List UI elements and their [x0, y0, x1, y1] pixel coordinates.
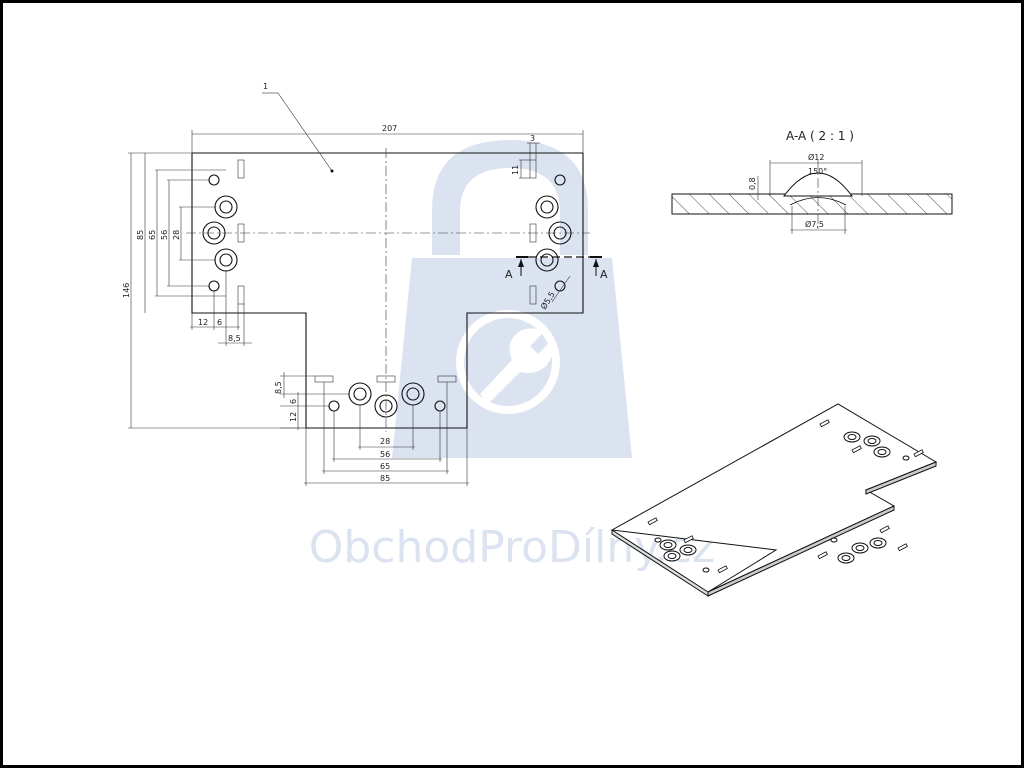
dim-overall-height: 146: [122, 283, 131, 298]
dim-bottom-8-5: 8,5: [274, 381, 283, 394]
section-marker-left: A: [505, 256, 528, 281]
dim-left-8-5: 8,5: [228, 334, 241, 343]
dim-bottom-12: 12: [289, 412, 298, 422]
svg-text:A: A: [505, 268, 513, 281]
dim-left-56: 56: [160, 230, 169, 240]
lock-icon: [432, 140, 588, 255]
dim-bottom-28: 28: [380, 437, 390, 446]
dim-left-85: 85: [136, 230, 145, 240]
dim-bottom-6: 6: [289, 399, 298, 404]
dim-left-28: 28: [172, 230, 181, 240]
dim-top-3: 3: [530, 134, 535, 143]
plan-view: 1 207 146 85 65 56 28 12 6: [122, 82, 608, 486]
dim-left-6: 6: [217, 318, 222, 327]
section-marker-right: A: [590, 256, 608, 281]
section-title: A-A ( 2 : 1 ): [786, 129, 854, 143]
svg-text:A: A: [600, 268, 608, 281]
section-d7-5: Ø7,5: [805, 219, 824, 229]
section-d12: Ø12: [808, 152, 824, 162]
dim-bottom-85: 85: [380, 474, 390, 483]
section-view: A-A ( 2 : 1 ) Ø12 150° 0,8 Ø7,5: [671, 129, 953, 234]
part-number-label: 1: [263, 82, 268, 91]
isometric-view: [610, 403, 938, 597]
section-plate: [671, 193, 953, 215]
dim-left-65: 65: [148, 230, 157, 240]
dim-bottom-65: 65: [380, 462, 390, 471]
wrench-icon: [456, 310, 560, 414]
section-thickness: 0,8: [748, 177, 757, 190]
dim-overall-width: 207: [382, 124, 397, 133]
section-angle: 150°: [808, 167, 827, 176]
dim-left-12: 12: [198, 318, 208, 327]
dim-top-11: 11: [511, 165, 520, 175]
dim-bottom-56: 56: [380, 450, 390, 459]
